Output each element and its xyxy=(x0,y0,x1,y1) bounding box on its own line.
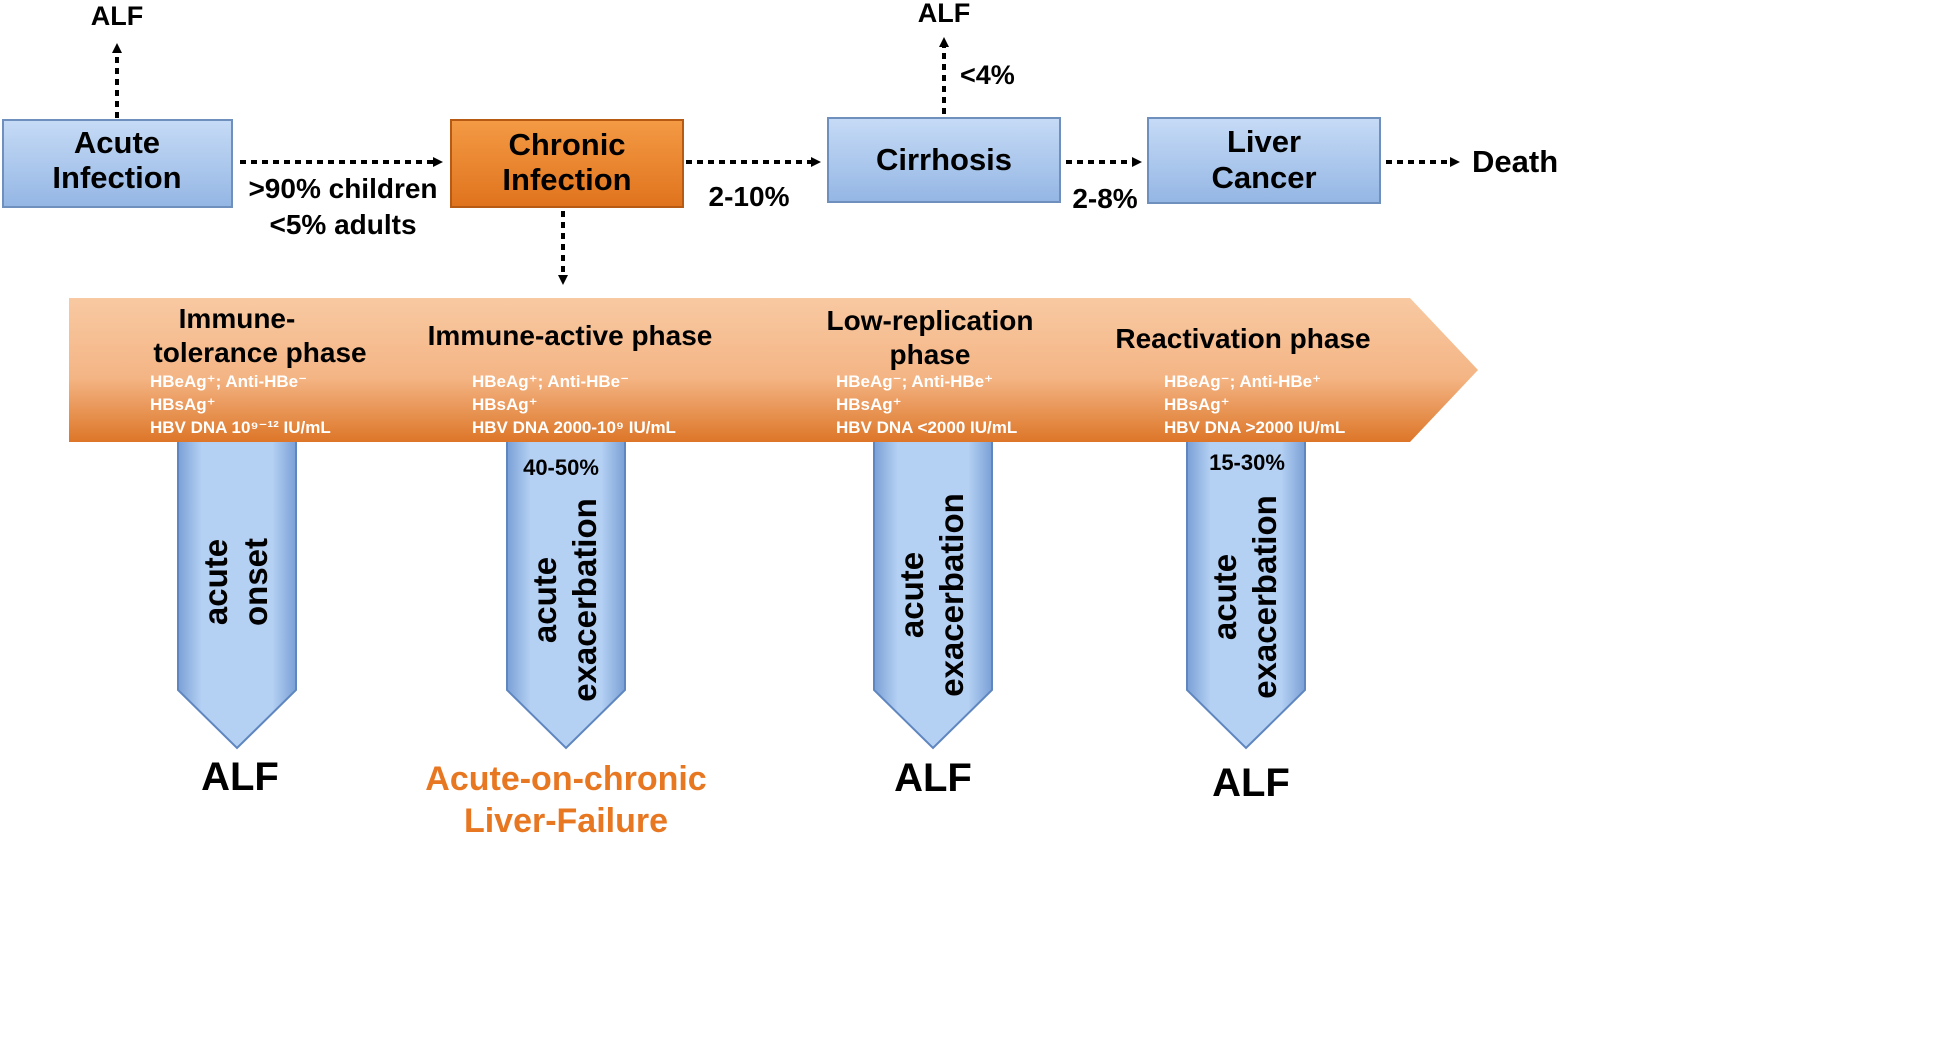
phase-low-replication: Low-replication phase HBeAg⁻; Anti-HBe⁺ … xyxy=(827,305,1034,437)
cirrhosis-to-cancer-rate: 2-8% xyxy=(1072,183,1137,214)
arrow-4-rate: 15-30% xyxy=(1209,450,1285,475)
outcome-1-label: ALF xyxy=(201,755,279,799)
acute-infection-line2: Infection xyxy=(52,160,181,195)
phase-1-marker-1: HBeAg⁺; Anti-HBe⁻ xyxy=(150,372,307,391)
alf-acute-label: ALF xyxy=(91,1,143,31)
chronic-infection-box: Chronic Infection xyxy=(450,119,684,208)
phase-3-title-line1: Low-replication xyxy=(827,305,1034,336)
phase-2-marker-2: HBsAg⁺ xyxy=(472,395,538,414)
outcome-2-line2: Liver-Failure xyxy=(464,802,668,840)
phase-immune-active: Immune-active phase HBeAg⁺; Anti-HBe⁻ HB… xyxy=(428,320,713,437)
arrow-2-line2: exacerbation xyxy=(566,498,603,702)
phase-4-marker-2: HBsAg⁺ xyxy=(1164,395,1230,414)
arrow-2-rate: 40-50% xyxy=(523,455,599,480)
acute-infection-box: Acute Infection xyxy=(2,119,233,208)
phase-4-marker-3: HBV DNA >2000 IU/mL xyxy=(1164,418,1345,437)
phase-immune-tolerance: Immune- tolerance phase HBeAg⁺; Anti-HBe… xyxy=(150,303,367,437)
outcome-4-label: ALF xyxy=(1212,761,1290,805)
arrow-3-line2: exacerbation xyxy=(933,493,970,697)
chronic-infection-line2: Infection xyxy=(502,162,631,197)
phase-1-marker-3: HBV DNA 10⁹⁻¹² IU/mL xyxy=(150,418,331,437)
arrow-4-line1: acute xyxy=(1206,554,1243,640)
phase-2-marker-1: HBeAg⁺; Anti-HBe⁻ xyxy=(472,372,629,391)
phase-2-marker-3: HBV DNA 2000-10⁹ IU/mL xyxy=(472,418,676,437)
outcome-2-line1: Acute-on-chronic xyxy=(425,760,706,798)
arrow-1-text: acute onset xyxy=(197,538,274,626)
liver-cancer-box: Liver Cancer xyxy=(1147,117,1381,204)
chronicity-adults-label: <5% adults xyxy=(269,209,416,240)
phase-4-title-line1: Reactivation phase xyxy=(1115,323,1370,354)
cirrhosis-label: Cirrhosis xyxy=(876,142,1012,177)
phase-1-title-line2: tolerance phase xyxy=(153,337,366,368)
liver-cancer-line2: Cancer xyxy=(1211,160,1316,195)
arrow-3-line1: acute xyxy=(893,552,930,638)
phase-3-marker-2: HBsAg⁺ xyxy=(836,395,902,414)
chronicity-children-label: >90% children xyxy=(248,173,437,204)
alf-cirrhosis-label: ALF xyxy=(918,0,970,28)
phase-3-marker-1: HBeAg⁻; Anti-HBe⁺ xyxy=(836,372,993,391)
arrow-2-text: acute exacerbation xyxy=(526,498,603,702)
liver-cancer-line1: Liver xyxy=(1227,124,1301,159)
acute-infection-line1: Acute xyxy=(74,125,160,160)
arrow-4-line2: exacerbation xyxy=(1246,495,1283,699)
phase-reactivation: Reactivation phase HBeAg⁻; Anti-HBe⁺ HBs… xyxy=(1115,323,1370,437)
arrow-2-line1: acute xyxy=(526,557,563,643)
phase-1-marker-2: HBsAg⁺ xyxy=(150,395,216,414)
cirrhosis-box: Cirrhosis xyxy=(827,117,1061,203)
cirrhosis-alf-rate: <4% xyxy=(960,60,1015,90)
outcome-3-label: ALF xyxy=(894,756,972,800)
arrow-3-text: acute exacerbation xyxy=(893,493,970,697)
arrow-1-line1: acute xyxy=(197,539,234,625)
phase-4-marker-1: HBeAg⁻; Anti-HBe⁺ xyxy=(1164,372,1321,391)
phase-band-arrow xyxy=(69,298,1478,442)
chronic-to-cirrhosis-rate: 2-10% xyxy=(709,181,790,212)
phase-1-title-line1: Immune- xyxy=(179,303,296,334)
phase-3-marker-3: HBV DNA <2000 IU/mL xyxy=(836,418,1017,437)
arrow-4-text: acute exacerbation xyxy=(1206,495,1283,699)
phase-3-title-line2: phase xyxy=(890,339,971,370)
death-label: Death xyxy=(1472,144,1558,179)
arrow-1-line2: onset xyxy=(237,538,274,626)
phase-2-title-line1: Immune-active phase xyxy=(428,320,713,351)
chronic-infection-line1: Chronic xyxy=(508,127,625,162)
